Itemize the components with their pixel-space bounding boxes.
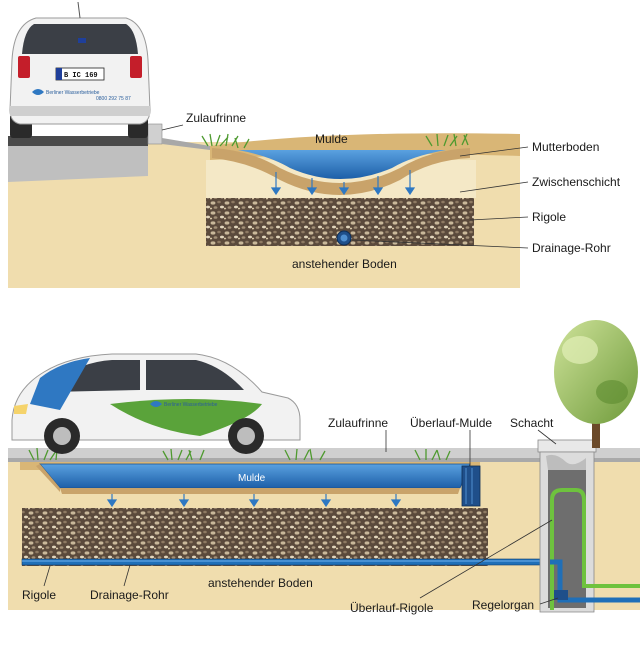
top-car-taillight-right [130,56,142,78]
top-curb [147,123,163,145]
bottom-schacht-cover [537,439,597,453]
bottom-pavement-edge [8,458,640,462]
bottom-infiltration-arrows [106,494,402,508]
bottom-car-livery-blue [30,358,90,410]
bottom-ueberlauf-mulde-pipe [461,465,481,507]
top-car-taillight-left [18,56,30,78]
top-mulde-soil [212,148,470,195]
bottom-leader-rigole [43,565,51,587]
bottom-ueberlauf-rigole-pipe [550,488,640,610]
bottom-diagram: Berliner Wasserbetriebe Zulaufrinne Über… [8,320,640,615]
top-car: B IC 169 Berliner Wasserbetriebe 0800 29… [9,1,151,138]
top-label-zulaufrinne: Zulaufrinne [186,111,246,125]
bottom-grass [28,447,451,461]
top-label-zwischenschicht: Zwischenschicht [532,175,621,189]
bottom-car-hub-front [53,427,71,445]
bottom-leader-ueberlauf-rigole [419,519,553,599]
bottom-car-window-rear [146,360,244,390]
bottom-car-brand-text: Berliner Wasserbetriebe [164,402,218,408]
bottom-car-headlight [14,404,28,414]
top-label-mutterboden: Mutterboden [532,140,599,154]
top-car-bumper [10,106,150,116]
bottom-leader-drainage-rohr [123,564,131,587]
bottom-schacht-cone [546,454,586,470]
bottom-tree-crown [554,320,638,424]
top-car-brand-text: Berliner Wasserbetriebe [46,90,100,96]
top-car-plate-eu-band [56,68,62,80]
top-car-phone-text: 0800 292 75 87 [96,96,131,102]
top-infiltration-arrows [270,170,416,196]
bottom-regelorgan-device [554,590,568,600]
bottom-label-anstehender-boden: anstehender Boden [208,576,313,590]
bottom-car-hub-rear [237,427,255,445]
top-road-base [8,146,148,182]
bottom-outflow-pipe [550,559,640,603]
bottom-label-mulde: Mulde [238,473,266,484]
bottom-car-livery-green [110,399,262,436]
bottom-label-drainage-rohr: Drainage-Rohr [90,588,169,602]
bottom-mulde-bed [60,488,460,494]
bottom-tree-shadow [596,380,628,404]
bottom-rigole-gravel [22,508,488,566]
bottom-tree [554,320,638,448]
top-car-antenna [77,1,81,19]
bottom-mulde-edge-left [36,464,60,492]
top-leader-rigole [469,216,529,221]
top-road-surface [8,136,148,146]
top-car-bwb-logo [32,89,44,95]
top-leader-zwischenschicht [459,181,529,193]
top-leader-zulaufrinne [161,124,184,131]
bottom-leader-regelorgan [539,597,559,605]
bottom-schacht [537,439,640,613]
top-mulde-water [238,150,446,179]
top-label-mulde: Mulde [315,132,348,146]
top-car-ford-logo [78,38,86,43]
top-car-plate-text: B IC 169 [64,72,98,80]
bottom-drainage-pipe [21,558,551,566]
bottom-label-zulaufrinne: Zulaufrinne [328,416,388,430]
top-grass [201,133,469,149]
bottom-label-regelorgan: Regelorgan [472,598,534,612]
top-diagram: B IC 169 Berliner Wasserbetriebe 0800 29… [8,1,621,288]
bottom-car-bwb-logo [150,401,162,407]
bottom-tree-trunk [592,404,600,448]
top-zulaufrinne-channel [162,138,210,150]
bottom-car: Berliner Wasserbetriebe [11,353,301,454]
bottom-label-ueberlauf-mulde: Überlauf-Mulde [410,416,492,430]
top-label-anstehender-boden: anstehender Boden [292,257,397,271]
bottom-label-schacht: Schacht [510,416,554,430]
top-leader-mutterboden [459,146,529,157]
bottom-leader-schacht [537,429,557,445]
top-leader-drainage-rohr [351,239,529,249]
top-label-drainage-rohr: Drainage-Rohr [532,241,611,255]
top-label-rigole: Rigole [532,210,566,224]
bottom-tree-highlight [562,336,598,364]
bottom-label-ueberlauf-rigole: Überlauf-Rigole [350,601,434,615]
top-drainage-pipe-inner [340,234,348,242]
bottom-label-rigole: Rigole [22,588,56,602]
